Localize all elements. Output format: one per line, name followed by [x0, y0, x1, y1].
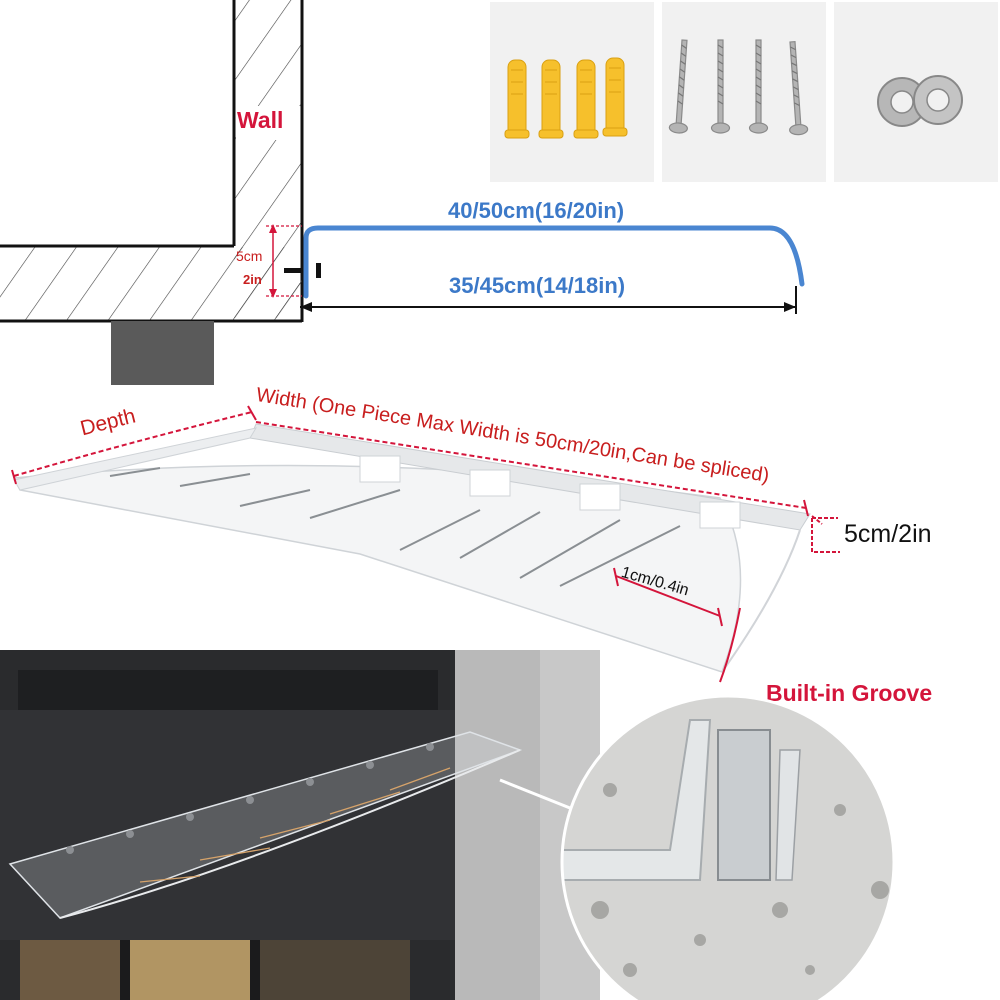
height-in-label: 2in: [243, 272, 262, 287]
wall-plug-icon: [504, 57, 628, 139]
screw-mark: [284, 268, 306, 273]
washer-icon: [877, 75, 963, 127]
screws-panel: [662, 2, 826, 182]
height-cm-label: 5cm: [236, 248, 263, 264]
awning-product-view: [11, 405, 840, 683]
groove-magnifier: [499, 694, 896, 1000]
wall-label: Wall: [237, 107, 284, 133]
height-label: 5cm/2in: [844, 520, 932, 548]
awning-profile: [303, 225, 805, 299]
floor-slab: [0, 247, 302, 320]
window-frame-block: [111, 321, 214, 385]
top-length-label: 40/50cm(16/20in): [448, 198, 625, 223]
screw-icon: [668, 39, 809, 136]
anchor-plugs-panel: [490, 2, 654, 182]
washers-panel: [834, 2, 998, 182]
built-in-groove-label: Built-in Groove: [766, 680, 933, 706]
installation-diagram: [0, 0, 805, 385]
bottom-length-label: 35/45cm(14/18in): [449, 273, 626, 298]
